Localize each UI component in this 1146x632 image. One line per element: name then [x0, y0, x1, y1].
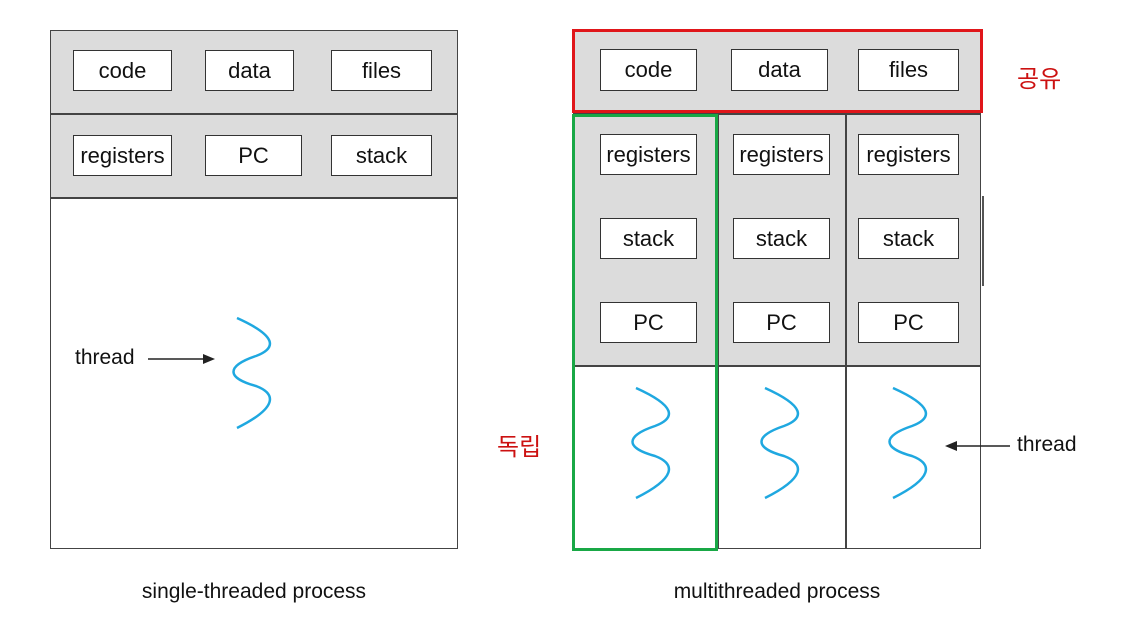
single-thread-label: thread: [75, 346, 135, 369]
independent-annotation: 독립: [497, 433, 542, 461]
multi-col3-thread-wave-icon: [888, 386, 928, 500]
single-files-box: files: [331, 50, 432, 91]
multi-col2-pc-box: PC: [733, 302, 830, 343]
multi-data-box: data: [731, 49, 828, 91]
multi-divider-code: [573, 365, 981, 367]
single-data-box: data: [205, 50, 294, 91]
multi-col3-registers-box: registers: [858, 134, 959, 175]
single-registers-box: registers: [73, 135, 172, 176]
multi-col1-pc-box: PC: [600, 302, 697, 343]
single-divider-2: [50, 197, 458, 199]
multi-thread-label: thread: [1017, 433, 1077, 456]
shared-resources-frame: [572, 29, 983, 113]
single-process-outline: [50, 30, 458, 549]
multi-col2-registers-box: registers: [733, 134, 830, 175]
multi-files-box: files: [858, 49, 959, 91]
multi-right-edge-mark: [982, 196, 984, 286]
multi-col3-pc-box: PC: [858, 302, 959, 343]
single-stack-box: stack: [331, 135, 432, 176]
multi-col1-registers-box: registers: [600, 134, 697, 175]
multi-col1-thread-wave-icon: [631, 386, 671, 500]
independent-thread-frame: [572, 114, 718, 551]
multi-col2-thread-wave-icon: [760, 386, 800, 500]
single-code-box: code: [73, 50, 172, 91]
shared-annotation: 공유: [1017, 65, 1062, 93]
single-divider-1: [50, 113, 458, 115]
single-pc-box: PC: [205, 135, 302, 176]
multi-caption: multithreaded process: [673, 580, 881, 603]
multi-col3-stack-box: stack: [858, 218, 959, 259]
multi-col1-stack-box: stack: [600, 218, 697, 259]
multi-code-box: code: [600, 49, 697, 91]
multi-divider-shared: [573, 113, 981, 115]
multi-col2-stack-box: stack: [733, 218, 830, 259]
single-caption: single-threaded process: [141, 580, 367, 603]
multi-column-divider-2: [845, 113, 847, 549]
